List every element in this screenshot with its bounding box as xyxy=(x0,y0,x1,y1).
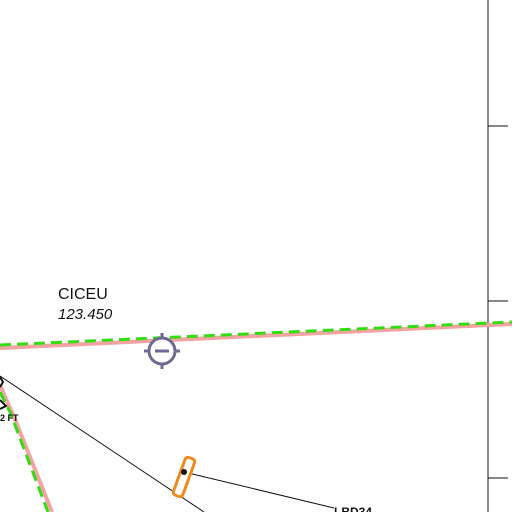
airspace-boundary xyxy=(0,320,512,512)
waypoint-label: LBD34 xyxy=(334,505,373,512)
altitude-label: 2 FT xyxy=(0,413,19,423)
route-lines xyxy=(0,375,335,512)
scale-bar xyxy=(487,0,508,512)
frequency-value: 123.450 xyxy=(58,306,113,323)
leader-marks xyxy=(0,376,8,410)
frequency-station-name: CICEU xyxy=(58,286,108,303)
